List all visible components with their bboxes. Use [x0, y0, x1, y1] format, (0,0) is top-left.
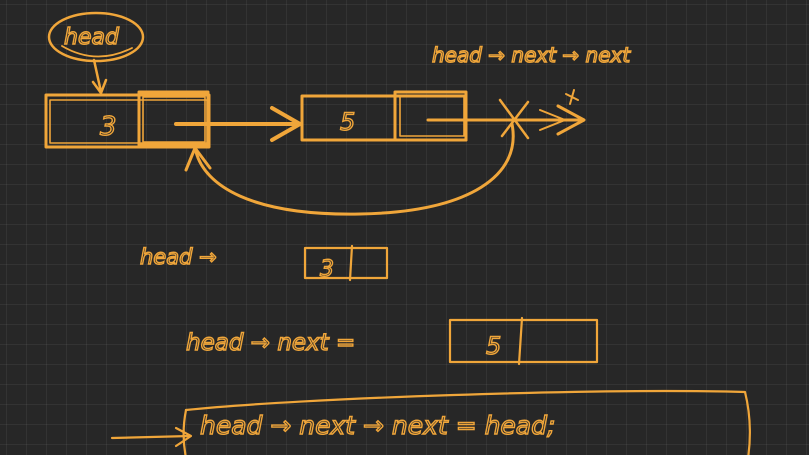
line2-box-value: 5 [486, 332, 501, 360]
node-1-value: 3 [100, 112, 117, 142]
line3-expression: head → next → next = head; [200, 411, 555, 440]
line1-expression: head → [140, 245, 217, 269]
line2-expression: head → next = [186, 330, 355, 356]
small-x-mark [565, 89, 579, 105]
head-label-circle [47, 11, 145, 63]
line1-box-value: 3 [320, 257, 334, 282]
head-label: head [64, 25, 120, 50]
line3-highlight-box [110, 390, 751, 455]
back-link-arrow [194, 122, 515, 216]
head-pointer-arrow [92, 58, 103, 94]
top-expression: head → next → next [432, 43, 631, 67]
node-2-value: 5 [340, 108, 355, 136]
line1-box: 3 [303, 244, 389, 283]
line2-box: 5 [448, 316, 599, 366]
cross-mark [498, 98, 530, 140]
node-2: 5 [300, 90, 468, 142]
node-1: 3 [44, 90, 211, 149]
line3-pointer-arrow [110, 434, 192, 440]
